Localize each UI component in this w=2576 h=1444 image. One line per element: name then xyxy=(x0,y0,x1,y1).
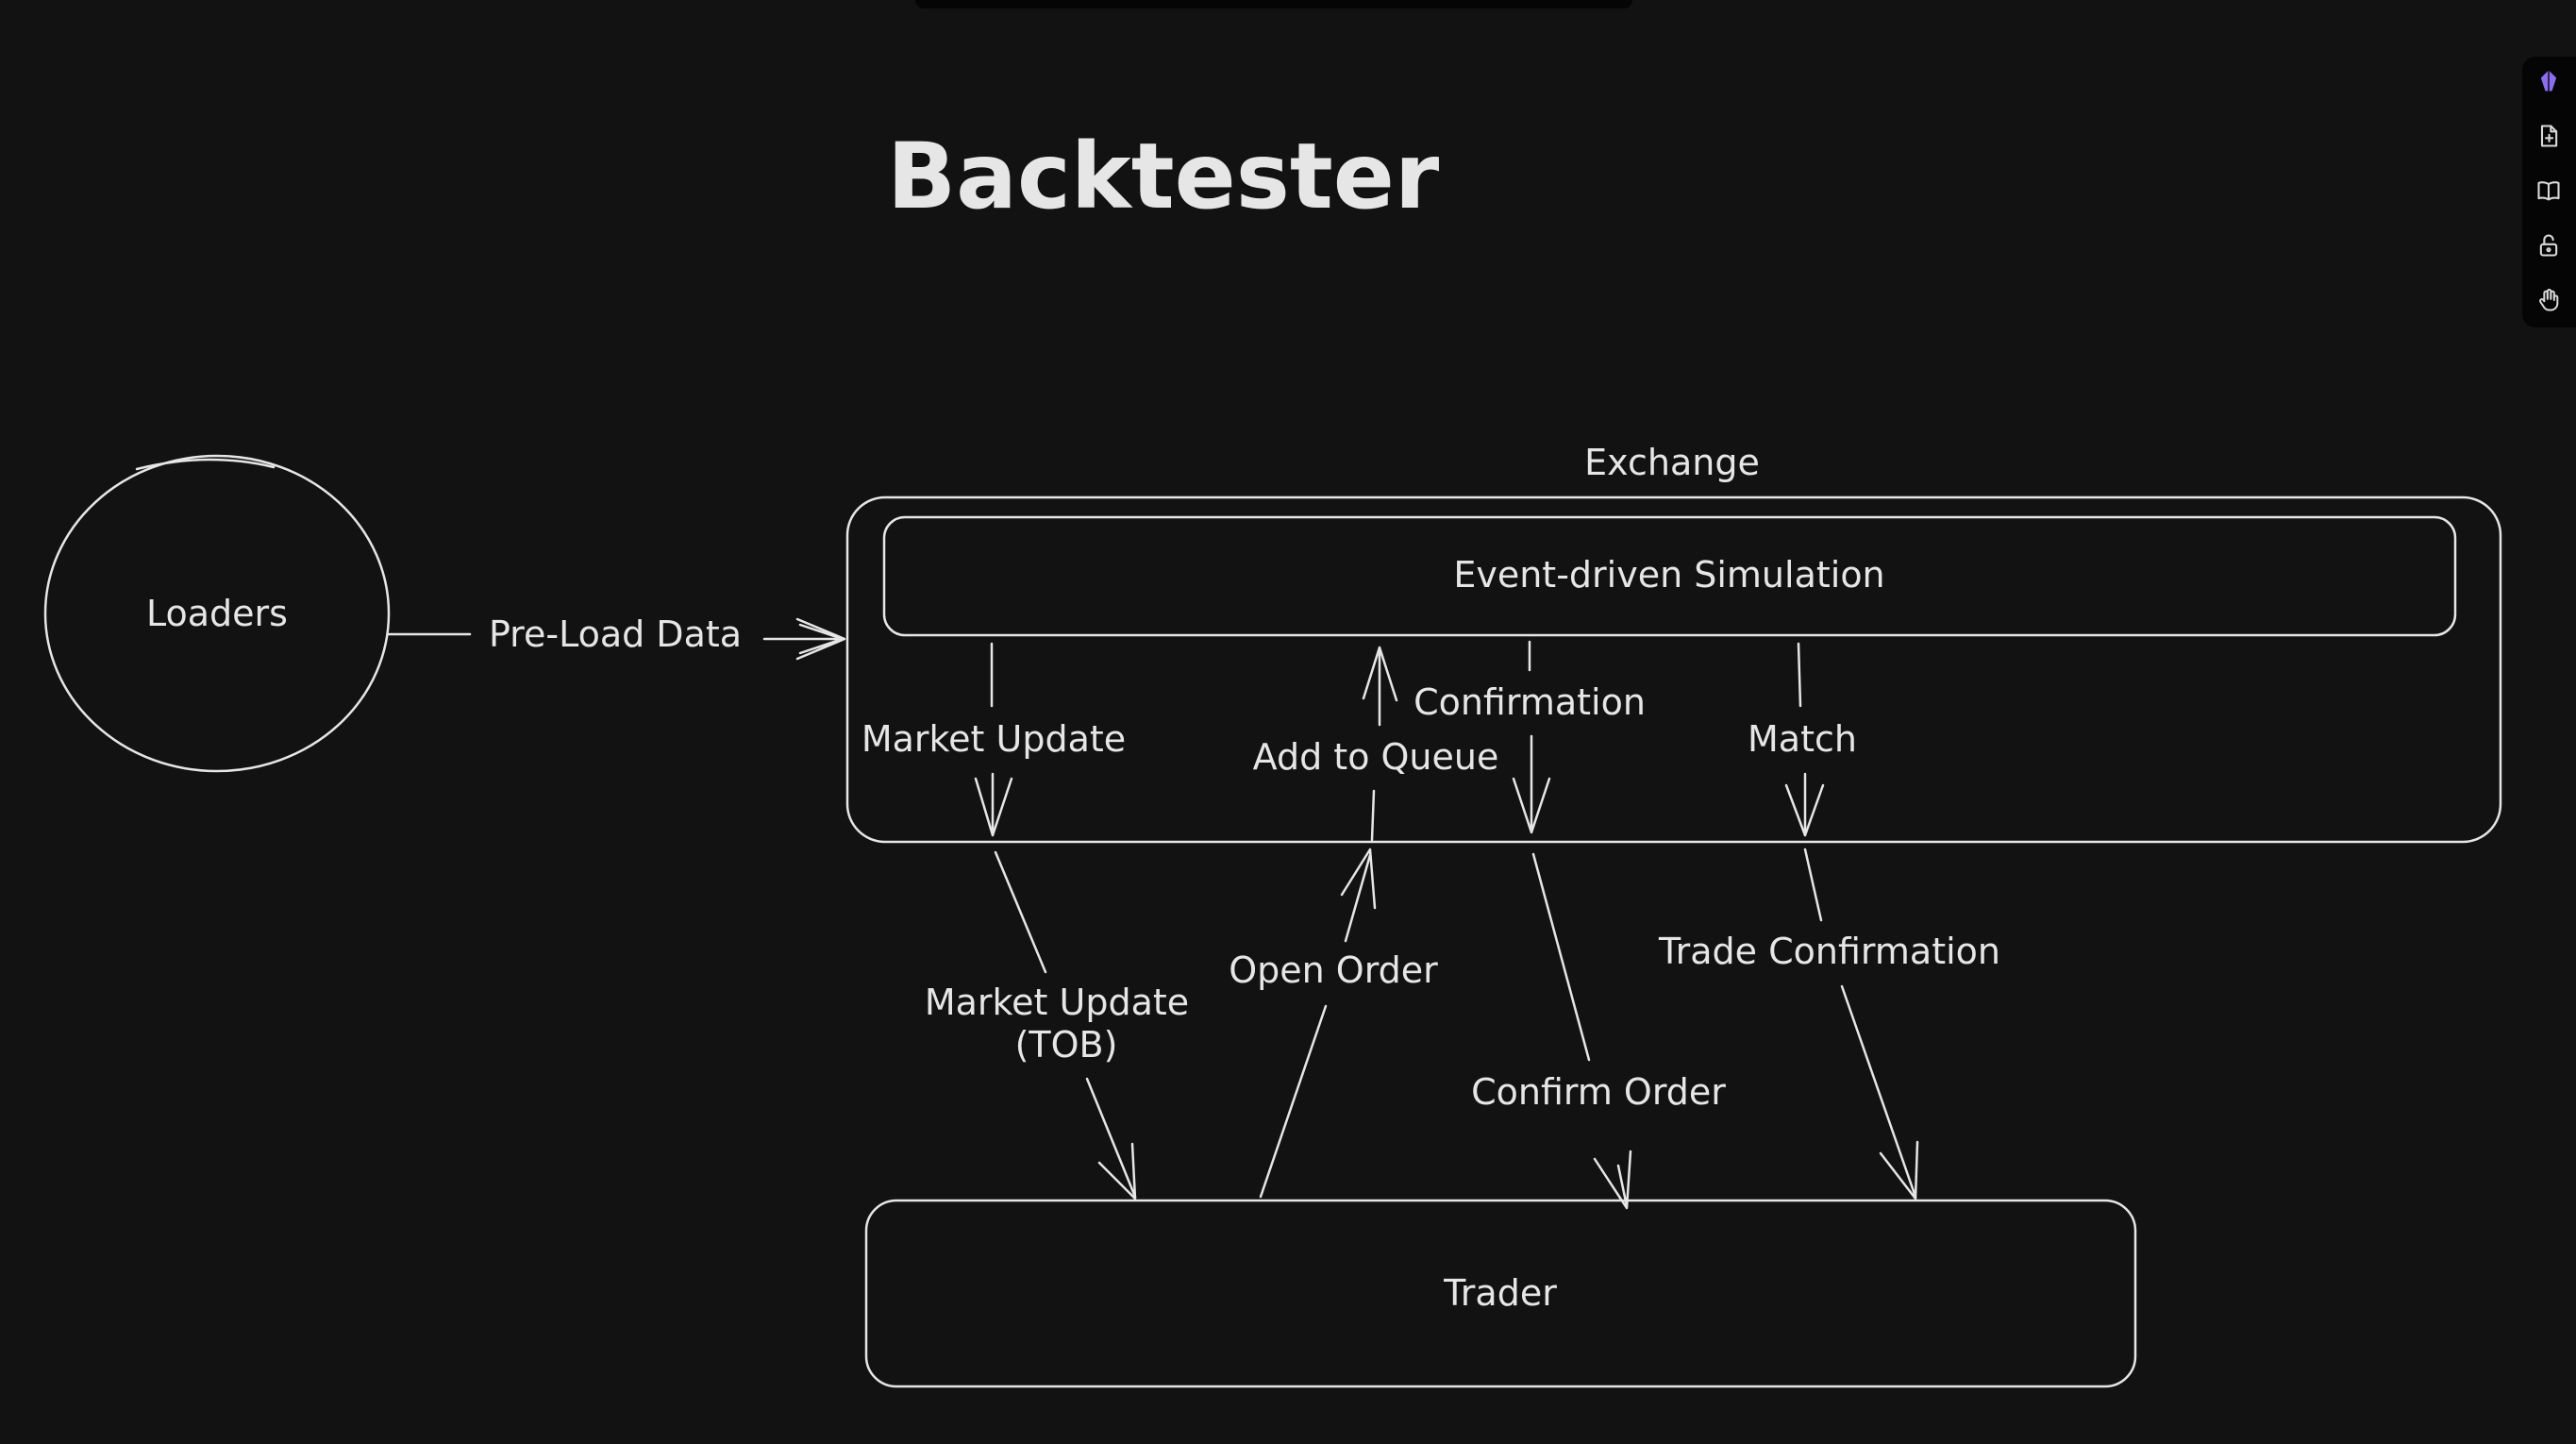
market-update-tob-label-line1: Market Update xyxy=(925,982,1189,1023)
market-update-tob-arrow xyxy=(994,850,1137,1201)
page-title: Backtester xyxy=(887,124,1440,229)
confirm-order-label: Confirm Order xyxy=(1471,1071,1726,1113)
trader-box[interactable] xyxy=(864,1199,2137,1388)
right-toolbar xyxy=(2522,57,2576,327)
hand-icon[interactable] xyxy=(2534,285,2564,315)
simulation-box[interactable] xyxy=(882,515,2457,637)
market-update-inner-label: Market Update xyxy=(861,718,1126,760)
add-to-queue-arrow xyxy=(1362,646,1398,842)
brand-logo-icon[interactable] xyxy=(2534,66,2564,96)
confirmation-label: Confirmation xyxy=(1413,681,1646,723)
simulation-label: Event-driven Simulation xyxy=(1453,554,1884,596)
top-tab-bar xyxy=(915,0,1632,8)
add-to-queue-label: Add to Queue xyxy=(1253,736,1499,778)
preload-arrow xyxy=(387,617,846,661)
match-label: Match xyxy=(1748,718,1857,760)
exchange-container[interactable] xyxy=(845,495,2502,844)
confirmation-arrow xyxy=(1512,640,1551,834)
trade-confirmation-arrow xyxy=(1803,848,1919,1201)
exchange-label: Exchange xyxy=(1584,442,1760,483)
trader-label: Trader xyxy=(1443,1272,1557,1314)
confirm-order-arrow xyxy=(1531,852,1632,1210)
open-order-label: Open Order xyxy=(1229,949,1438,991)
book-icon[interactable] xyxy=(2534,176,2564,206)
preload-label: Pre-Load Data xyxy=(489,613,742,655)
open-order-arrow xyxy=(1259,848,1377,1199)
lock-open-icon[interactable] xyxy=(2534,230,2564,260)
market-update-tob-label-line2: (TOB) xyxy=(1015,1024,1118,1066)
trade-confirmation-label: Trade Confirmation xyxy=(1658,931,2000,972)
loaders-label: Loaders xyxy=(146,593,288,634)
file-plus-icon[interactable] xyxy=(2534,121,2564,151)
loaders-circle[interactable] xyxy=(43,454,391,773)
match-arrow xyxy=(1784,642,1825,837)
market-update-inner-arrow xyxy=(974,642,1013,837)
loaders-circle-overlap xyxy=(135,458,276,471)
